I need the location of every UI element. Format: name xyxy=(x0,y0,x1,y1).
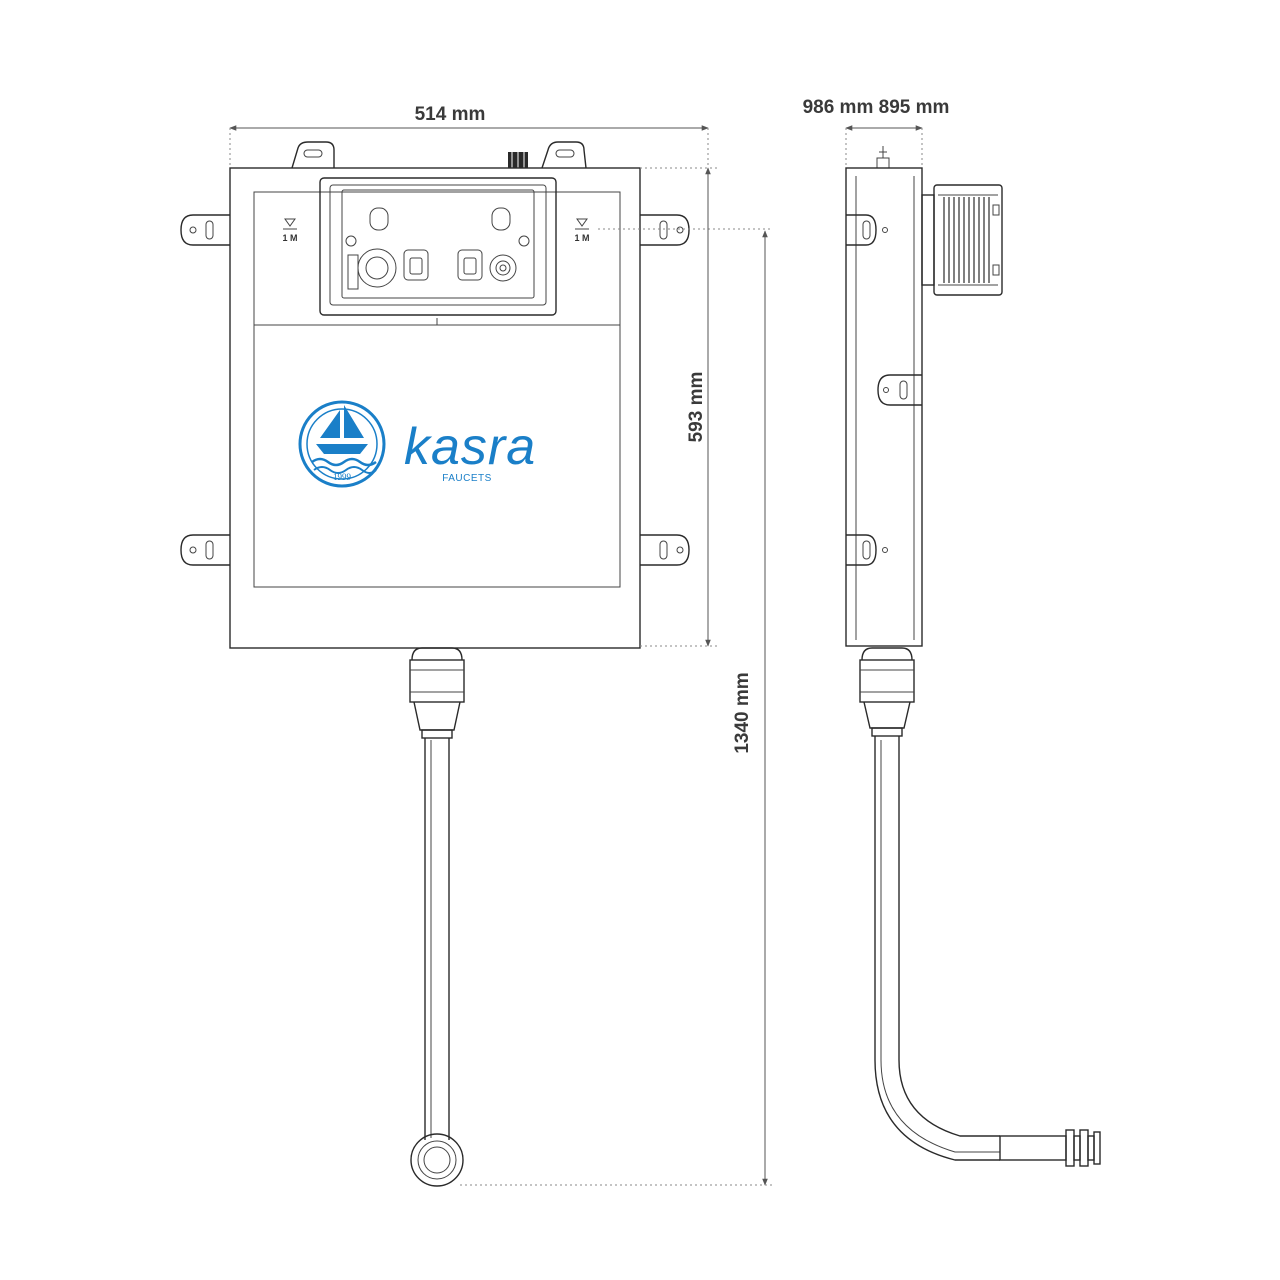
side-view: 986 mm 895 mm xyxy=(803,97,1101,1167)
level-mark-left: 1 M xyxy=(282,218,298,243)
side-bracket-mid xyxy=(877,374,922,406)
svg-text:1 M: 1 M xyxy=(574,233,589,243)
depth-label: 986 mm 895 mm xyxy=(803,97,950,118)
side-bracket-bottom xyxy=(846,534,888,566)
flush-pipe-side xyxy=(859,647,1101,1167)
svg-text:1999: 1999 xyxy=(333,472,352,482)
bracket-top-right xyxy=(640,214,690,246)
level-mark-right: 1 M xyxy=(574,218,590,243)
side-bracket-top xyxy=(846,214,888,246)
top-tab-left xyxy=(291,141,335,169)
side-body xyxy=(845,167,923,647)
bracket-top-left xyxy=(180,214,230,246)
bracket-bottom-left xyxy=(180,534,230,566)
side-service-box xyxy=(921,184,1003,296)
svg-text:1 M: 1 M xyxy=(282,233,297,243)
bracket-bottom-right xyxy=(640,534,690,566)
ship-icon xyxy=(320,405,364,438)
access-window xyxy=(319,177,557,316)
flush-pipe-front xyxy=(409,647,465,1187)
brand-tagline: FAUCETS xyxy=(442,473,492,484)
brand-name: kasra xyxy=(404,418,536,476)
total-height-label: 1340 mm xyxy=(732,672,753,753)
cistern-inner xyxy=(253,191,621,588)
top-tab-right xyxy=(541,141,587,169)
kasra-logo: 1999 kasra FAUCETS xyxy=(298,400,536,488)
front-view: 514 mm xyxy=(180,104,775,1187)
tank-height-label: 593 mm xyxy=(686,372,707,443)
width-label: 514 mm xyxy=(415,104,486,125)
